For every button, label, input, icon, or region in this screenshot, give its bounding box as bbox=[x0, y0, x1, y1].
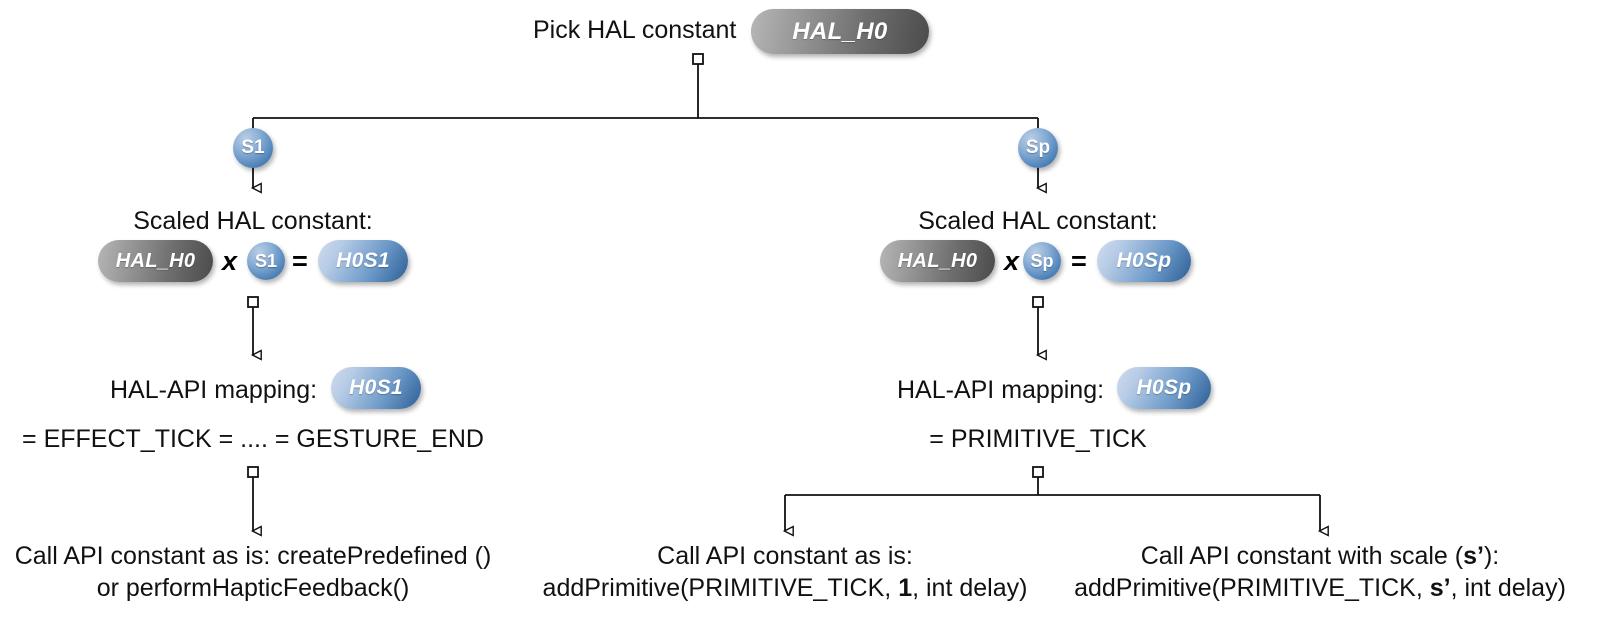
wire-root-down bbox=[692, 53, 704, 118]
s1-operand-b-badge[interactable]: S1 bbox=[247, 242, 285, 280]
s1-mapping-pill[interactable]: H0S1 bbox=[331, 367, 421, 409]
s1-operand-a-pill[interactable]: HAL_H0 bbox=[98, 240, 213, 282]
s1-mapping-expansion: = EFFECT_TICK = .... = GESTURE_END bbox=[22, 425, 484, 453]
sp-scaled-label: Scaled HAL constant: bbox=[918, 207, 1158, 235]
sp-multiply-operator: x bbox=[1004, 246, 1020, 276]
s1-outcome-line2: or performHapticFeedback() bbox=[96, 574, 410, 602]
wire-s1-mapping-to-outcome bbox=[247, 466, 258, 531]
sp-outcome-plain-line2-post: , int delay) bbox=[912, 574, 1028, 602]
wire-sp-scaled-to-mapping bbox=[1032, 296, 1043, 355]
s1-result-pill[interactable]: H0S1 bbox=[318, 240, 408, 282]
sp-outcome-scaled-line2: addPrimitive(PRIMITIVE_TICK, s’, int del… bbox=[1050, 572, 1590, 604]
sp-outcome-scaled-arg: s’ bbox=[1429, 574, 1451, 602]
sp-mapping-label: HAL-API mapping: bbox=[897, 376, 1105, 404]
sp-outcome-scaled-card: Call API constant with scale (s’): addPr… bbox=[1050, 540, 1590, 604]
sp-outcome-plain-line2-pre: addPrimitive(PRIMITIVE_TICK, bbox=[542, 574, 899, 602]
sp-outcome-scaled-line2-post: , int delay) bbox=[1450, 574, 1566, 602]
sp-outcome-scaled-line2-pre: addPrimitive(PRIMITIVE_TICK, bbox=[1074, 574, 1430, 602]
sp-outcome-plain-line1: Call API constant as is: bbox=[657, 542, 913, 570]
sp-outcome-scaled-symbol: s’ bbox=[1463, 542, 1484, 570]
sp-outcome-scaled-line1: Call API constant with scale (s’): bbox=[1050, 540, 1590, 572]
sp-operand-b-badge[interactable]: Sp bbox=[1023, 242, 1061, 280]
wire-sp-mapping-split bbox=[785, 466, 1320, 531]
root-label: Pick HAL constant bbox=[533, 16, 737, 44]
sp-equals-operator: = bbox=[1071, 246, 1087, 276]
sp-outcome-plain-card: Call API constant as is: addPrimitive(PR… bbox=[525, 540, 1045, 604]
branch-badge-sp[interactable]: Sp bbox=[1018, 128, 1058, 168]
s1-mapping-label: HAL-API mapping: bbox=[110, 376, 318, 404]
sp-operand-a-pill[interactable]: HAL_H0 bbox=[880, 240, 995, 282]
s1-multiply-operator: x bbox=[222, 246, 238, 276]
sp-outcome-scaled-line1-post: ): bbox=[1483, 542, 1500, 570]
sp-mapping-pill[interactable]: H0Sp bbox=[1117, 367, 1211, 409]
sp-outcome-scaled-line1-pre: Call API constant with scale ( bbox=[1140, 542, 1464, 570]
s1-outcome-card: Call API constant as is: createPredefine… bbox=[0, 540, 513, 604]
sp-mapping-expansion: = PRIMITIVE_TICK bbox=[929, 425, 1147, 453]
sp-outcome-plain-line2: addPrimitive(PRIMITIVE_TICK, 1, int dela… bbox=[525, 572, 1045, 604]
branch-badge-s1[interactable]: S1 bbox=[233, 128, 273, 168]
s1-outcome-line1: Call API constant as is: createPredefine… bbox=[14, 542, 492, 570]
s1-scaled-label: Scaled HAL constant: bbox=[133, 207, 373, 235]
s1-equals-operator: = bbox=[292, 246, 308, 276]
sp-outcome-plain-scale-value: 1 bbox=[898, 574, 913, 602]
sp-result-pill[interactable]: H0Sp bbox=[1097, 240, 1191, 282]
wire-s1-scaled-to-mapping bbox=[247, 296, 258, 355]
root-pill-hal-h0[interactable]: HAL_H0 bbox=[751, 9, 929, 54]
wire-root-split bbox=[252, 117, 1039, 133]
